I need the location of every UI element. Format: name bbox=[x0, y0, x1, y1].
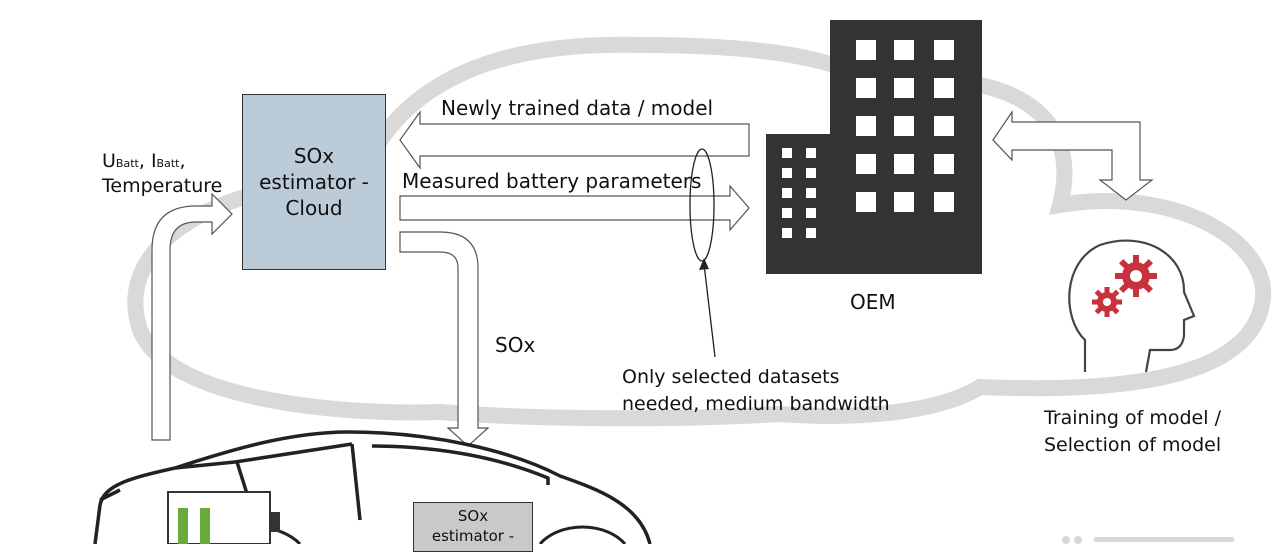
training-label: Training of model / Selection of model bbox=[1044, 405, 1221, 459]
input-separator-2: , bbox=[179, 150, 186, 172]
newly-trained-label: Newly trained data / model bbox=[441, 96, 714, 120]
cloud-estimator-line3: Cloud bbox=[285, 196, 343, 220]
newly-trained-arrow bbox=[399, 110, 750, 170]
dataset-selection-ellipse bbox=[689, 148, 715, 262]
training-label-line2: Selection of model bbox=[1044, 434, 1222, 456]
car-estimator-line1: SOx bbox=[457, 507, 489, 525]
temperature-label: Temperature bbox=[102, 175, 223, 197]
datasets-note-line1: Only selected datasets bbox=[622, 366, 840, 388]
gear-large-icon bbox=[1115, 255, 1157, 297]
input-arrow bbox=[151, 192, 233, 441]
measured-params-label: Measured battery parameters bbox=[402, 169, 702, 193]
car-estimator-line2: estimator - bbox=[431, 527, 515, 545]
cloud-estimator-box: SOx estimator - Cloud bbox=[242, 94, 386, 270]
car-estimator-box: SOx estimator - bbox=[413, 502, 533, 552]
watermark bbox=[1062, 536, 1234, 544]
oem-building-icon bbox=[766, 20, 982, 274]
i-batt-label: I bbox=[150, 150, 157, 172]
oem-label: OEM bbox=[850, 290, 896, 314]
training-label-line1: Training of model / bbox=[1044, 407, 1221, 429]
sox-label: SOx bbox=[495, 333, 536, 357]
car-battery-icon bbox=[167, 491, 280, 544]
cloud-estimator-line2: estimator - bbox=[259, 170, 369, 194]
measured-params-arrow bbox=[399, 184, 750, 232]
datasets-note-line2: needed, medium bandwidth bbox=[622, 393, 890, 415]
car-icon bbox=[93, 430, 652, 544]
u-batt-label: U bbox=[102, 150, 116, 172]
gear-small-icon bbox=[1092, 287, 1122, 317]
annotation-pointer-head bbox=[699, 258, 709, 270]
u-batt-sub: Batt bbox=[115, 157, 139, 170]
i-batt-sub: Batt bbox=[156, 157, 180, 170]
oem-training-arrow bbox=[992, 110, 1154, 201]
head-outline bbox=[1068, 239, 1196, 373]
annotation-pointer-line bbox=[703, 263, 716, 358]
input-separator-1: , bbox=[138, 150, 145, 172]
head-gears-icon bbox=[1068, 239, 1196, 373]
inputs-label: UBatt, IBatt, bbox=[102, 150, 186, 172]
cloud-estimator-line1: SOx bbox=[293, 144, 335, 168]
datasets-note: Only selected datasets needed, medium ba… bbox=[622, 364, 890, 418]
